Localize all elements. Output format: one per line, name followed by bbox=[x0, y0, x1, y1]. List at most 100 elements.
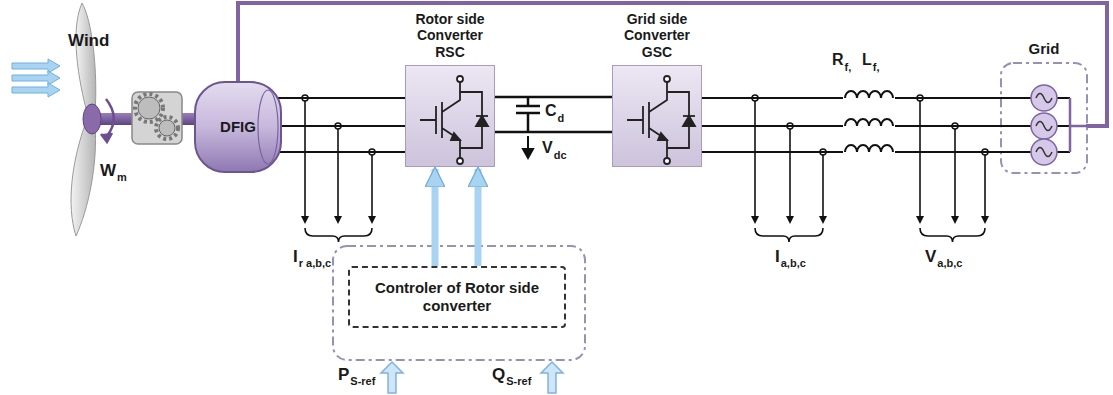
signal-subscript: m bbox=[117, 172, 127, 183]
measurement-taps bbox=[951, 216, 959, 224]
measurement-taps bbox=[981, 216, 989, 224]
node-label: Grid side Converter GSC bbox=[612, 11, 702, 61]
signal-label: Wind bbox=[68, 32, 109, 49]
power-line bbox=[702, 98, 1000, 152]
inductor-coil bbox=[845, 145, 893, 152]
gearbox bbox=[159, 120, 175, 136]
igbt-symbol bbox=[406, 66, 494, 166]
inductor-coil bbox=[843, 142, 895, 153]
igbt-symbol bbox=[683, 115, 695, 117]
signal-label: V bbox=[925, 248, 936, 265]
igbt-symbol bbox=[627, 76, 695, 164]
igbt-symbol bbox=[451, 133, 460, 140]
igbt-symbol bbox=[627, 82, 689, 158]
signal-label: Q bbox=[492, 366, 505, 383]
turbine-blades bbox=[76, 3, 96, 116]
node-label: DFIG bbox=[220, 118, 256, 136]
gearbox bbox=[132, 92, 182, 144]
dc-capacitor bbox=[516, 97, 540, 132]
igbt-symbol bbox=[658, 133, 667, 140]
signal-subscript: f, bbox=[873, 62, 880, 73]
measurement-taps bbox=[301, 216, 309, 224]
node-heading: Grid side Converter GSC bbox=[612, 11, 702, 61]
measurement-taps bbox=[789, 126, 791, 218]
converter-outline bbox=[405, 65, 495, 167]
measurement-taps bbox=[916, 216, 924, 224]
generator-body bbox=[258, 90, 278, 164]
signal-subscript: S-ref bbox=[350, 376, 375, 387]
node-label: Rotor side Converter RSC bbox=[405, 11, 495, 61]
node-label: Controler of Rotor side converter bbox=[360, 279, 554, 315]
igbt-symbol bbox=[664, 158, 670, 164]
ac-sources bbox=[1031, 113, 1057, 139]
measurement-taps bbox=[984, 152, 986, 218]
signal-subscript: a,b,c bbox=[937, 258, 962, 269]
node-heading: Rotor side Converter RSC bbox=[405, 11, 495, 61]
control-arrow bbox=[432, 169, 439, 266]
ac-sources bbox=[1031, 85, 1057, 111]
measurement-taps bbox=[304, 98, 306, 218]
signal-subscript: S-ref bbox=[506, 376, 531, 387]
controller-outline bbox=[333, 246, 585, 360]
turbine-blades bbox=[71, 122, 96, 236]
vdc-arrow bbox=[523, 149, 533, 158]
node-heading: Grid bbox=[1000, 40, 1088, 58]
measurement-taps bbox=[786, 216, 794, 224]
wind-arrows bbox=[12, 83, 60, 97]
inductor-coil bbox=[845, 91, 893, 98]
igbt-symbol bbox=[613, 66, 701, 166]
node-label: Grid bbox=[1000, 40, 1088, 58]
igbt-symbol bbox=[683, 116, 695, 126]
signal-label: R bbox=[832, 52, 844, 68]
power-line bbox=[495, 97, 612, 132]
wind-arrows bbox=[12, 59, 60, 73]
measurement-taps bbox=[919, 98, 921, 218]
measurement-taps bbox=[920, 228, 985, 242]
vdc-arrow bbox=[527, 136, 529, 150]
measurement-taps bbox=[371, 152, 373, 218]
gearbox bbox=[138, 97, 160, 119]
converter-box: Grid side Converter GSC bbox=[612, 11, 702, 167]
ac-sources bbox=[1036, 148, 1052, 157]
igbt-symbol bbox=[457, 76, 463, 82]
generator-body bbox=[195, 82, 281, 172]
ac-sources bbox=[1031, 139, 1057, 165]
measurement-taps bbox=[337, 126, 339, 218]
inductor-coil bbox=[843, 88, 895, 153]
speed-arrow bbox=[106, 99, 114, 136]
vdc-arrow bbox=[523, 136, 533, 158]
signal-subscript: r a,b,c bbox=[299, 258, 331, 269]
igbt-symbol bbox=[476, 115, 488, 117]
ac-sources bbox=[1036, 122, 1052, 131]
grid-source: Grid bbox=[1000, 40, 1088, 174]
control-arrow bbox=[475, 169, 482, 266]
speed-arrow bbox=[101, 133, 112, 142]
signal-subscript: f, bbox=[845, 62, 852, 73]
igbt-symbol bbox=[457, 158, 463, 164]
gearbox bbox=[156, 117, 178, 139]
dc-capacitor bbox=[516, 97, 540, 132]
signal-label: C bbox=[545, 103, 557, 119]
power-line bbox=[270, 98, 405, 152]
measurement-taps bbox=[822, 152, 824, 218]
measurement-taps bbox=[755, 228, 823, 242]
signal-label: I bbox=[775, 248, 780, 265]
ac-sources bbox=[1070, 98, 1088, 152]
signal-subscript: dc bbox=[554, 150, 567, 161]
generator-drum: DFIG bbox=[192, 78, 284, 176]
wind-arrows bbox=[12, 59, 60, 97]
grid-outline bbox=[1000, 62, 1088, 174]
igbt-symbol bbox=[420, 76, 488, 164]
signal-subscript: d bbox=[558, 113, 565, 124]
signal-label: P bbox=[338, 366, 349, 383]
converter-outline bbox=[612, 65, 702, 167]
igbt-symbol bbox=[476, 116, 488, 126]
controller-box: Controler of Rotor side converter bbox=[348, 266, 566, 328]
measurement-taps bbox=[334, 216, 342, 224]
measurement-taps bbox=[368, 216, 376, 224]
converter-box: Rotor side Converter RSC bbox=[405, 11, 495, 167]
signal-label: W bbox=[100, 162, 116, 179]
reference-arrows bbox=[381, 362, 563, 393]
